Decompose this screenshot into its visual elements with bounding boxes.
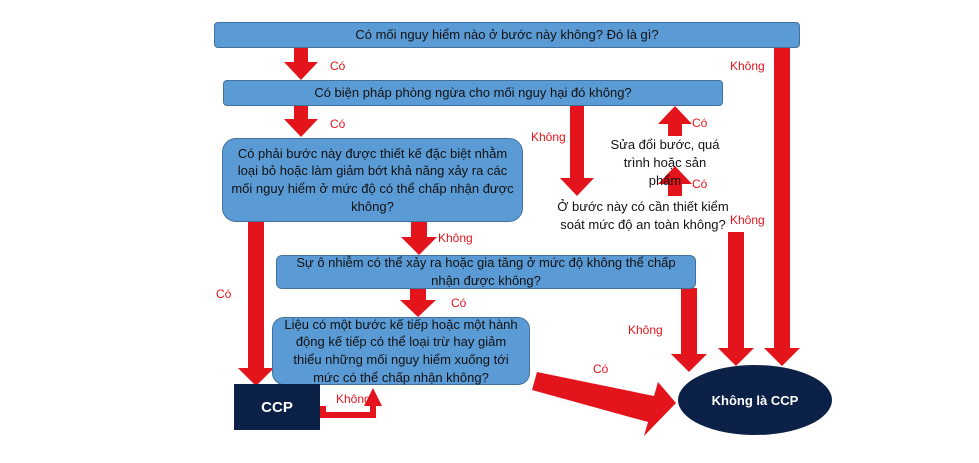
arrow-modify-to-q2 [658,106,692,136]
label-no-q2: Không [531,130,566,144]
question-preventive-box: Có biện pháp phòng ngừa cho mối nguy hại… [223,80,723,106]
label-yes-modify: Có [692,116,708,130]
label-no-control: Không [730,213,765,227]
question-designed-text: Có phải bước này được thiết kế đặc biệt … [231,145,514,214]
question-subsequent-text: Liệu có một bước kế tiếp hoặc một hành đ… [284,316,518,385]
arrow-q5-to-ccp [320,388,382,418]
not-ccp-label: Không là CCP [711,392,799,408]
arrow-q3-to-ccp [238,222,274,386]
ccp-box: CCP [234,384,320,430]
question-designed-box: Có phải bước này được thiết kế đặc biệt … [222,138,523,222]
label-yes-q5: Có [593,362,609,376]
label-yes-q4: Có [451,296,467,310]
label-yes-q3: Có [216,287,232,301]
not-ccp-ellipse: Không là CCP [678,365,832,435]
arrow-q1-to-q2 [284,48,318,80]
arrow-q1-to-notccp [764,48,800,366]
label-no-q1: Không [730,59,765,73]
label-yes-q1: Có [330,59,346,73]
control-question-text: Ở bước này có cần thiết kiểm soát mức độ… [557,199,729,233]
question-contamination-text: Sự ô nhiễm có thể xảy ra hoặc gia tăng ở… [296,255,676,288]
label-no-q3: Không [438,231,473,245]
label-yes-q2: Có [330,117,346,131]
question-subsequent-box: Liệu có một bước kế tiếp hoặc một hành đ… [272,317,530,385]
arrow-q2-to-control [560,106,594,196]
label-no-q5: Không [336,392,371,406]
arrow-q5-to-notccp [532,372,676,436]
question-hazard-text: Có mối nguy hiểm nào ở bước này không? Đ… [355,27,659,43]
question-contamination-box: Sự ô nhiễm có thể xảy ra hoặc gia tăng ở… [276,255,696,289]
arrow-q3-to-q4 [401,222,437,255]
arrow-q2-to-q3 [284,106,318,137]
question-hazard-box: Có mối nguy hiểm nào ở bước này không? Đ… [214,22,800,48]
arrow-q4-to-q5 [400,289,436,317]
modify-step-text: Sửa đổi bước, quá trình hoặc sản phẩm [610,137,720,189]
arrow-control-to-modify [658,166,692,196]
label-yes-control: Có [692,177,708,191]
question-preventive-text: Có biện pháp phòng ngừa cho mối nguy hại… [314,85,632,101]
arrow-q4-to-notccp [671,288,707,372]
label-no-q4: Không [628,323,663,337]
ccp-label: CCP [261,398,293,416]
arrow-control-to-notccp [718,232,754,366]
